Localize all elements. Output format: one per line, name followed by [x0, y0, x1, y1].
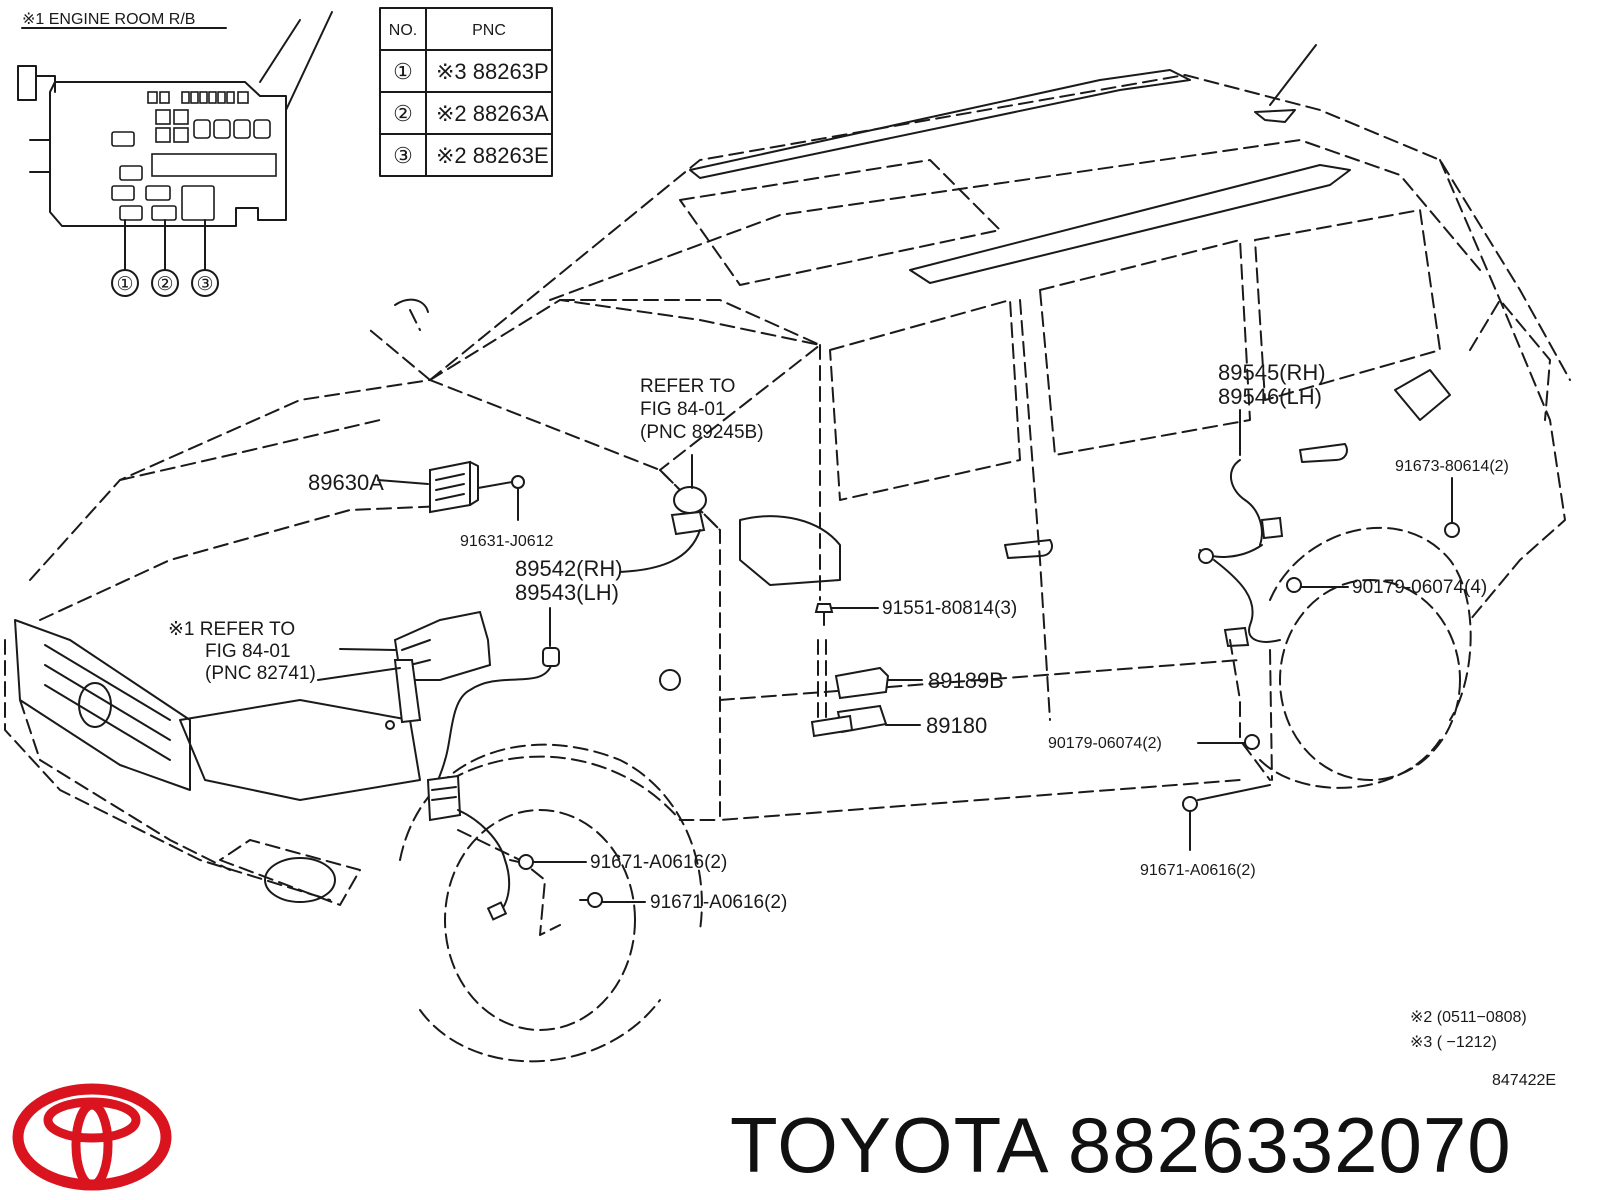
part-89180-group	[810, 603, 923, 738]
table-row-3-no: ③	[393, 143, 413, 168]
note-3: ※3 ( −1212)	[1410, 1034, 1497, 1051]
label-91671-a0616-a: 91671-A0616(2)	[590, 852, 727, 873]
callout-1: ①	[116, 274, 133, 295]
table-row-2-pnc: ※2 88263A	[436, 101, 549, 126]
label-89546-lh: 89546(LH)	[1218, 384, 1322, 409]
part-89630a	[377, 460, 525, 521]
label-90179-06074-2: 90179-06074(2)	[1048, 735, 1162, 752]
part-refer-89245b	[619, 454, 707, 573]
part-89542-sensor	[444, 607, 560, 761]
label-89180: 89180	[926, 713, 987, 738]
note-2: ※2 (0511−0808)	[1410, 1009, 1527, 1026]
bolt-91671-front-b	[579, 892, 646, 908]
table-row-3-pnc: ※2 88263E	[436, 143, 549, 168]
nut-90179-4	[1286, 577, 1349, 593]
table-header-no: NO.	[389, 22, 417, 39]
table-header-pnc: PNC	[472, 22, 506, 39]
part-89545-sensor	[1198, 409, 1284, 648]
nut-90179-2	[1197, 734, 1260, 750]
part-refer-82741	[317, 610, 492, 730]
label-91551-80814: 91551-80814(3)	[882, 598, 1017, 619]
vehicle-outline	[4, 44, 1571, 1063]
pnc-table: NO. PNC ① ※3 88263P ② ※2 88263A ③ ※2 882…	[379, 7, 553, 177]
refer-top-line3: (PNC 89245B)	[640, 422, 764, 443]
label-91671-a0616-c: 91671-A0616(2)	[1140, 862, 1256, 879]
page-title: TOYOTA 8826332070	[730, 1101, 1512, 1189]
callout-3: ③	[196, 274, 213, 295]
engine-room-title: ※1 ENGINE ROOM R/B	[22, 11, 195, 28]
label-89543-lh: 89543(LH)	[515, 580, 619, 605]
callout-2: ②	[156, 274, 173, 295]
clip-91673	[1444, 477, 1460, 538]
refer-left-line3: (PNC 82741)	[205, 663, 316, 684]
callout-3-circle	[191, 269, 219, 297]
refer-left-line2: FIG 84-01	[205, 641, 291, 662]
table-row-1-no: ①	[393, 59, 413, 84]
table-row-2-no: ②	[393, 101, 413, 126]
refer-top-line2: FIG 84-01	[640, 399, 726, 420]
callout-1-circle	[111, 269, 139, 297]
label-90179-06074-4: 90179-06074(4)	[1352, 577, 1487, 598]
engine-room-relay-box: ※1 ENGINE ROOM R/B	[17, 11, 333, 297]
label-89189b: 89189B	[928, 668, 1004, 693]
label-91671-a0616-b: 91671-A0616(2)	[650, 892, 787, 913]
table-row-1-pnc: ※3 88263P	[436, 59, 549, 84]
label-89630a: 89630A	[308, 470, 384, 495]
bolt-91671-rear	[1182, 784, 1271, 851]
part-front-harness	[426, 759, 561, 936]
label-89545-rh: 89545(RH)	[1218, 360, 1326, 385]
refer-left-line1: ※1 REFER TO	[168, 619, 295, 640]
label-91673-80614: 91673-80614(2)	[1395, 458, 1509, 475]
label-89542-rh: 89542(RH)	[515, 556, 623, 581]
refer-top-line1: REFER TO	[640, 376, 735, 397]
figure-code: 847422E	[1492, 1072, 1556, 1089]
toyota-logo	[12, 1083, 172, 1191]
label-91631-j0612: 91631-J0612	[460, 533, 554, 550]
bolt-91671-front-a	[509, 854, 587, 870]
callout-2-circle	[151, 269, 179, 297]
rear-bracket-guide	[1229, 639, 1273, 781]
